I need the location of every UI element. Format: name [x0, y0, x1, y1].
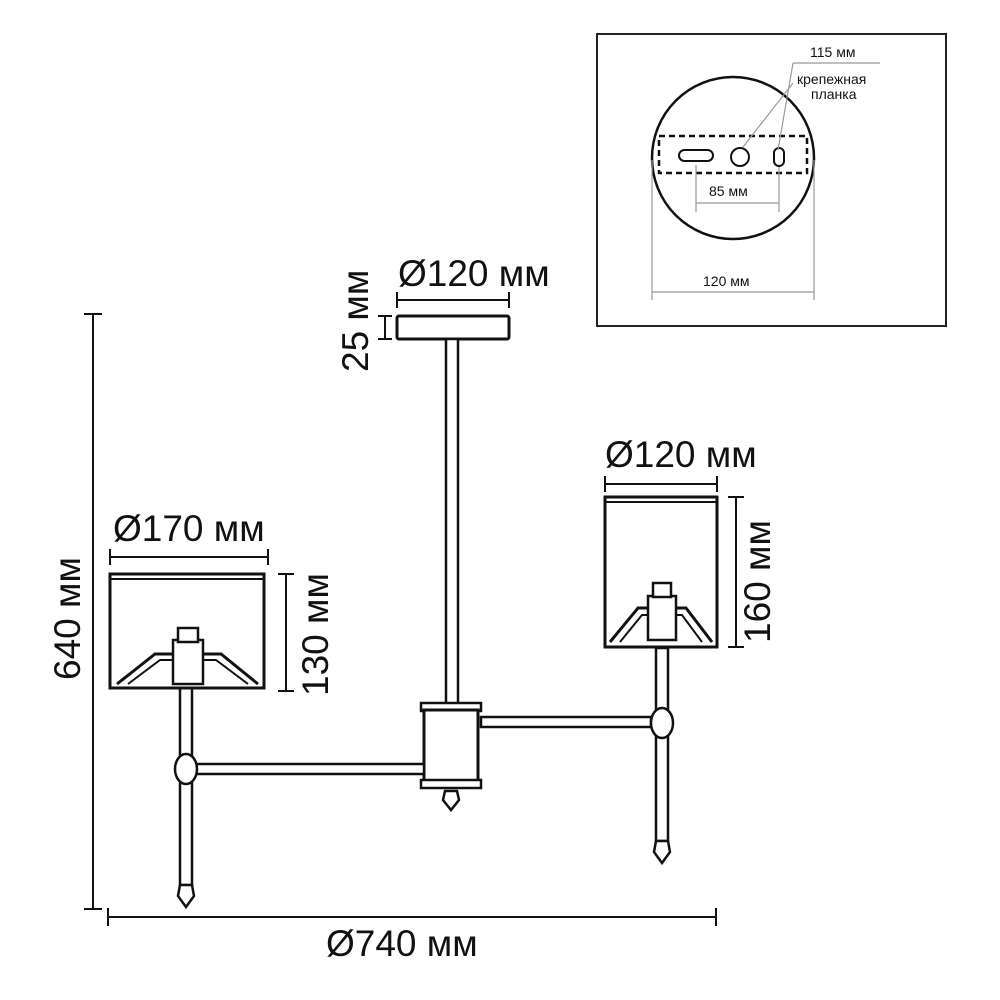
left-shade-height-label: 130 мм	[295, 573, 336, 696]
bracket-slot-left	[678, 149, 714, 162]
ceiling-canopy	[395, 314, 511, 341]
canopy-diameter-label: Ø120 мм	[398, 253, 550, 294]
left-socket	[171, 638, 205, 686]
hub-cap-bottom	[419, 778, 483, 790]
right-knuckle	[649, 706, 675, 740]
bracket-leader-line	[742, 82, 794, 148]
total-height-label: 640 мм	[47, 557, 88, 680]
overall-dimensions: 640 мм Ø740 мм	[47, 313, 717, 964]
left-finial	[176, 883, 196, 910]
down-rod	[444, 337, 460, 707]
mounting-bracket	[657, 134, 809, 175]
left-socket-top	[176, 626, 200, 644]
right-finial	[652, 839, 672, 866]
right-arm-group: Ø120 мм 160 мм	[479, 434, 778, 866]
central-column	[419, 337, 483, 813]
right-socket-top	[651, 581, 673, 599]
hole-leader-line	[777, 62, 794, 151]
hub-finial	[441, 789, 461, 813]
center-hole	[730, 147, 750, 167]
inset-mounting-detail: 115 мм крепежная планка 85 мм 120 мм	[596, 33, 947, 327]
right-stem	[654, 646, 670, 843]
base-diameter-label: 120 мм	[703, 273, 750, 289]
left-arm	[193, 762, 426, 776]
right-shade-height-label: 160 мм	[737, 520, 778, 643]
left-knuckle	[173, 752, 199, 786]
right-shade-diameter-label: Ø120 мм	[605, 434, 757, 475]
right-arm	[479, 715, 653, 729]
canopy-group: Ø120 мм 25 мм	[335, 253, 550, 372]
central-hub	[422, 708, 480, 784]
hole-spacing-label: 115 мм	[810, 44, 855, 60]
left-arm-group: Ø170 мм 130 мм	[108, 508, 426, 910]
slot-spacing-label: 85 мм	[709, 183, 748, 199]
canopy-height-label: 25 мм	[335, 270, 376, 372]
bracket-label-line2: планка	[811, 86, 857, 102]
bracket-label-line1: крепежная	[797, 71, 866, 87]
right-socket	[646, 594, 678, 642]
left-shade-diameter-label: Ø170 мм	[113, 508, 265, 549]
left-stem	[178, 686, 194, 887]
total-diameter-label: Ø740 мм	[326, 923, 478, 964]
bracket-slot-right	[773, 147, 785, 167]
